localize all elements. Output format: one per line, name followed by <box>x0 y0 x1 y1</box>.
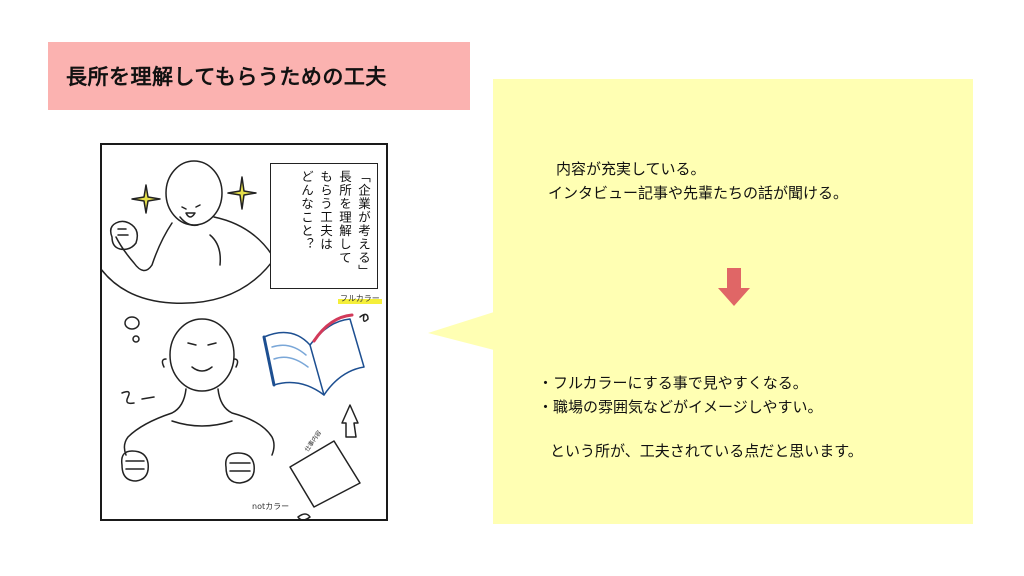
bubble-line-2: インタビュー記事や先輩たちの話が聞ける。 <box>548 184 849 202</box>
bubble-bullet-1: ・フルカラーにする事で見やすくなる。 <box>538 374 808 392</box>
caption-line: 「企業が考える」 <box>356 170 371 278</box>
small-thought-bubble <box>124 316 140 330</box>
caption-line: どんなこと？ <box>299 170 314 251</box>
caption-line: もらう工夫は <box>318 170 333 251</box>
bubble-line-1: 内容が充実している。 <box>556 160 706 178</box>
note-fullcolor: フルカラー <box>338 293 382 304</box>
comic-caption-box: 「企業が考える」 長所を理解して もらう工夫は どんなこと？ <box>270 163 378 289</box>
bubble-bullet-2: ・職場の雰囲気などがイメージしやすい。 <box>538 398 823 416</box>
bubble-conclusion: という所が、工夫されている点だと思います。 <box>550 442 863 460</box>
paper-document <box>289 440 361 508</box>
caption-line: 長所を理解して <box>337 170 352 265</box>
sparkle-right <box>227 176 257 210</box>
sparkle-left <box>131 184 161 214</box>
bottom-right-fist <box>225 452 255 484</box>
up-arrow-sketch <box>341 404 359 438</box>
bottom-figure-head <box>169 318 235 392</box>
note-notcolor: notカラー <box>252 502 290 511</box>
comic-panel: 「企業が考える」 長所を理解して もらう工夫は どんなこと？ フルカラー not… <box>100 143 388 521</box>
top-figure-fist <box>109 220 139 251</box>
bottom-left-fist <box>120 450 149 482</box>
slide-title: 長所を理解してもらうための工夫 <box>66 65 387 89</box>
down-arrow-icon <box>718 268 750 306</box>
title-banner: 長所を理解してもらうための工夫 <box>48 42 470 110</box>
